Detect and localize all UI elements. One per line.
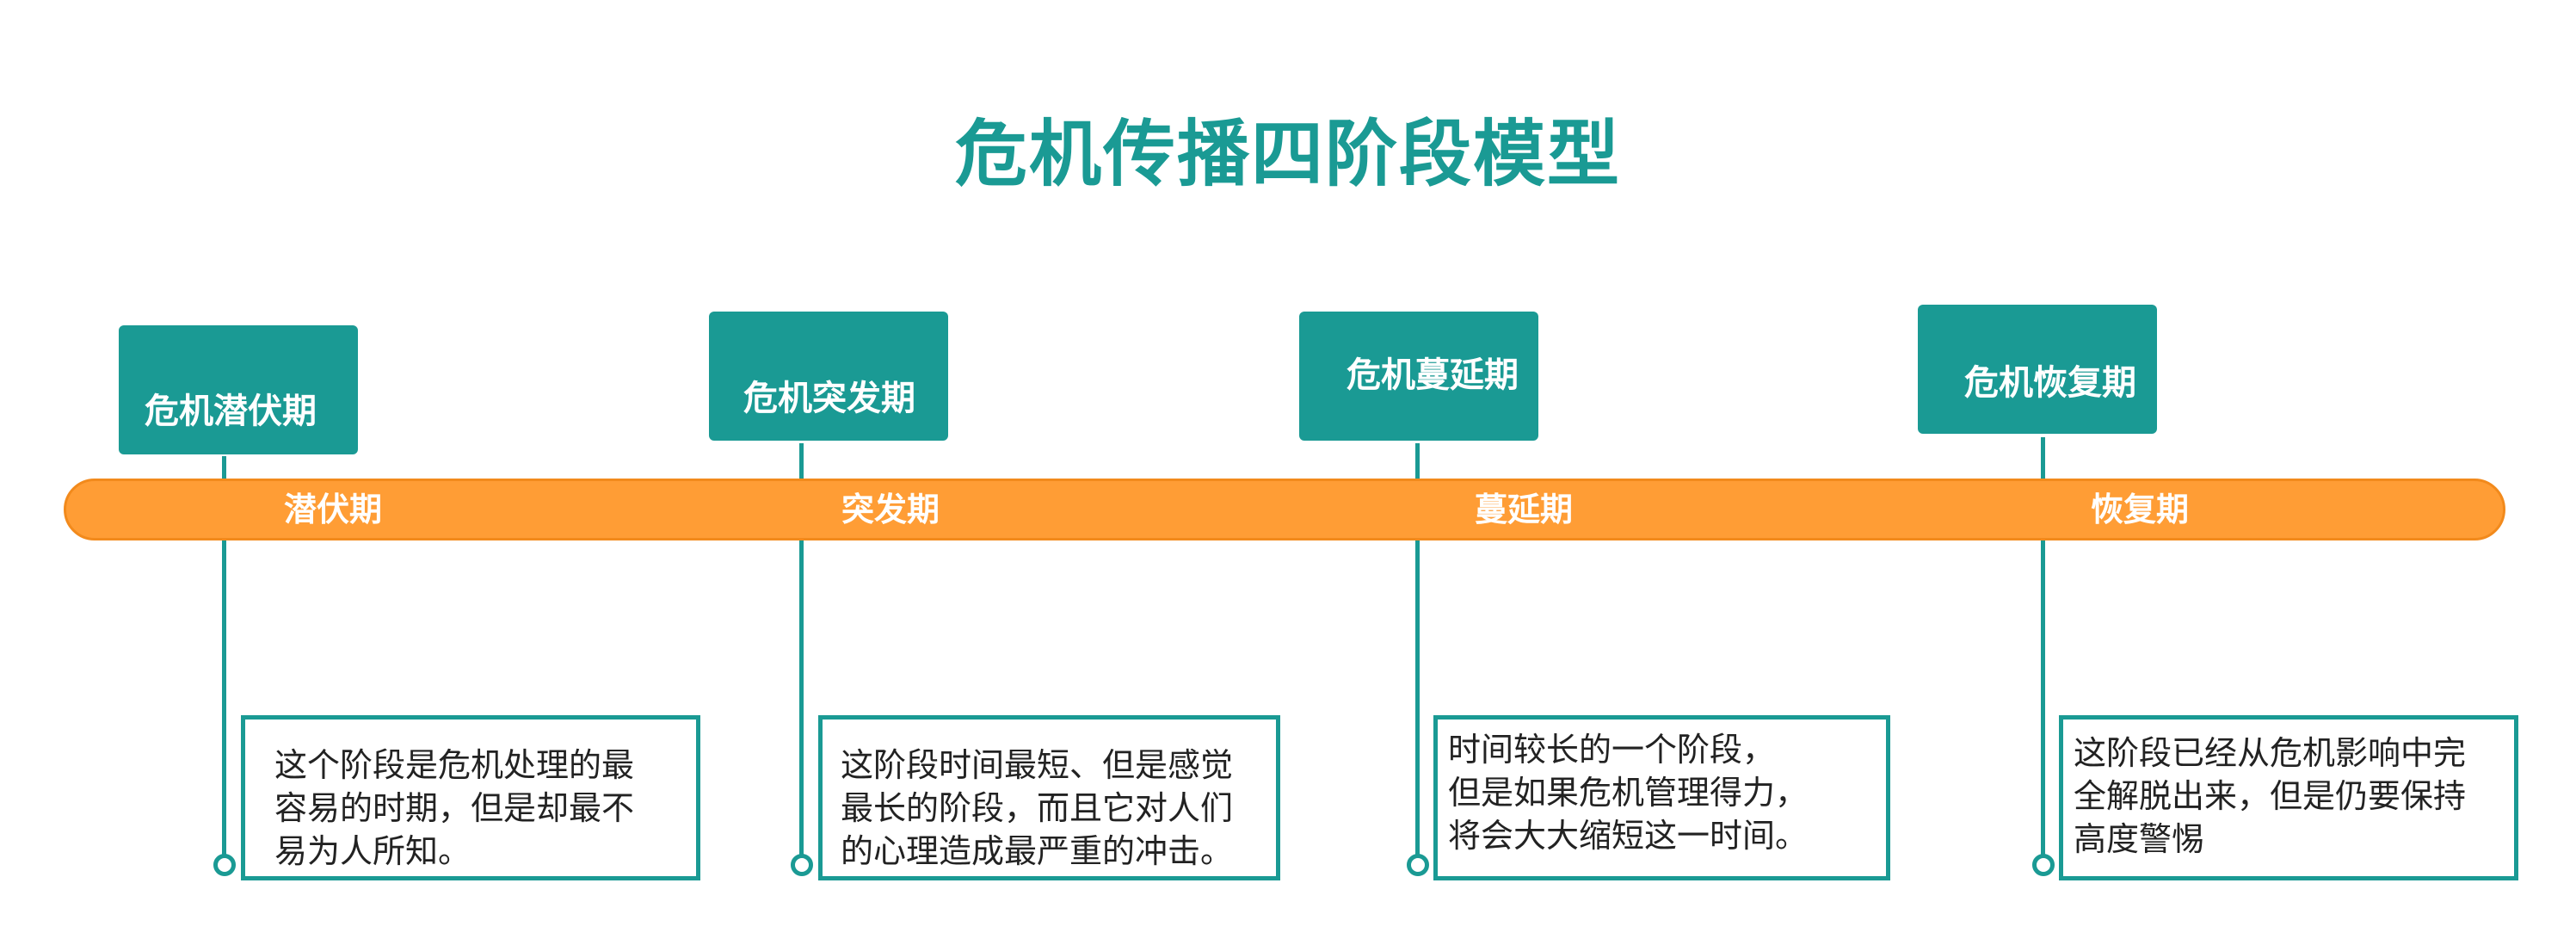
stage-head-recovery: 危机恢复期 — [1918, 305, 2157, 434]
diagram-title: 危机传播四阶段模型 — [954, 112, 1621, 196]
bar-label-latent: 潜伏期 — [284, 491, 383, 528]
connector-line-recovery — [2041, 437, 2045, 868]
stage-head-recovery-text: 危机恢复期 — [1964, 363, 2136, 403]
stage-desc-latent: 这个阶段是危机处理的最 容易的时期，但是却最不 易为人所知。 — [241, 715, 700, 880]
stage-desc-latent-line-3: 易为人所知。 — [274, 832, 471, 870]
bar-label-recovery: 恢复期 — [2091, 491, 2190, 528]
stage-desc-spread-line-1: 时间较长的一个阶段， — [1448, 731, 1776, 769]
stage-desc-latent-line-2: 容易的时期，但是却最不 — [274, 789, 635, 827]
stage-desc-outbreak: 这阶段时间最短、但是感觉 最长的阶段，而且它对人们 的心理造成最严重的冲击。 — [818, 715, 1280, 880]
bar-label-spread: 蔓延期 — [1475, 491, 1574, 528]
connector-line-outbreak — [799, 443, 804, 868]
connector-dot-spread — [1407, 854, 1429, 876]
stage-desc-spread: 时间较长的一个阶段， 但是如果危机管理得力， 将会大大缩短这一时间。 — [1433, 715, 1890, 880]
stage-desc-recovery-line-1: 这阶段已经从危机影响中完 — [2074, 734, 2467, 772]
connector-dot-recovery — [2032, 854, 2055, 876]
stage-desc-spread-line-3: 将会大大缩短这一时间。 — [1448, 817, 1809, 855]
stage-desc-outbreak-line-2: 最长的阶段，而且它对人们 — [841, 789, 1234, 827]
stage-desc-outbreak-line-1: 这阶段时间最短、但是感觉 — [841, 746, 1234, 784]
stage-desc-recovery: 这阶段已经从危机影响中完 全解脱出来，但是仍要保持 高度警惕 — [2059, 715, 2518, 880]
stage-desc-spread-line-2: 但是如果危机管理得力， — [1448, 774, 1809, 812]
stage-desc-outbreak-line-3: 的心理造成最严重的冲击。 — [841, 832, 1234, 870]
timeline-bar — [64, 479, 2505, 540]
stage-head-spread: 危机蔓延期 — [1299, 312, 1538, 441]
stage-desc-recovery-line-3: 高度警惕 — [2074, 820, 2205, 858]
stage-head-latent-text: 危机潜伏期 — [145, 392, 317, 431]
bar-label-outbreak: 突发期 — [841, 491, 940, 528]
connector-dot-latent — [213, 854, 236, 876]
stage-head-outbreak-text: 危机突发期 — [743, 379, 915, 418]
connector-line-latent — [222, 456, 226, 868]
stage-head-outbreak: 危机突发期 — [709, 312, 948, 441]
stage-desc-latent-line-1: 这个阶段是危机处理的最 — [274, 746, 635, 784]
connector-dot-outbreak — [791, 854, 813, 876]
stage-head-spread-text: 危机蔓延期 — [1347, 355, 1519, 395]
stage-head-latent: 危机潜伏期 — [119, 325, 358, 454]
stage-desc-recovery-line-2: 全解脱出来，但是仍要保持 — [2074, 777, 2467, 815]
connector-line-spread — [1415, 443, 1420, 868]
